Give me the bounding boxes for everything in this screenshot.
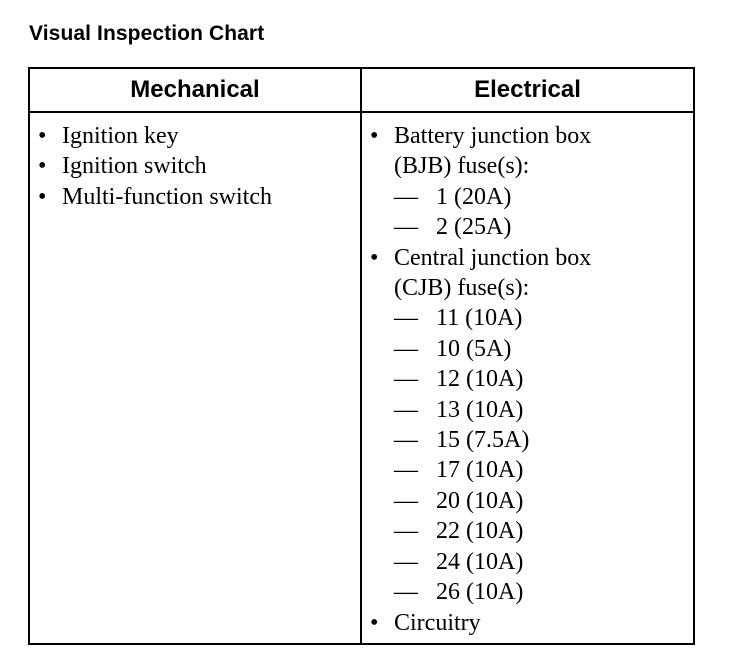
dash: — xyxy=(394,579,418,606)
fuse-item: — 13 (10A) xyxy=(370,395,693,425)
item-text: Multi-function switch xyxy=(62,183,272,210)
fuse-item: — 11 (10A) xyxy=(370,303,693,333)
list-item-continuation: (BJB) fuse(s): xyxy=(394,153,530,180)
inspection-table: Mechanical Electrical • Ignition key • I… xyxy=(28,67,695,645)
fuse-item: — 22 (10A) xyxy=(370,516,693,546)
fuse-item: — 12 (10A) xyxy=(370,364,693,394)
fuse-text: 15 (7.5A) xyxy=(436,427,530,454)
dash: — xyxy=(394,335,418,362)
dash: — xyxy=(394,305,418,332)
fuse-text: 13 (10A) xyxy=(436,396,524,423)
dash: — xyxy=(394,366,418,393)
list-item: • Ignition switch xyxy=(38,151,360,181)
fuse-item: — 20 (10A) xyxy=(370,486,693,516)
list-item-continuation: (CJB) fuse(s): xyxy=(394,275,530,302)
list-item: • Central junction box xyxy=(370,243,693,273)
fuse-item: — 1 (20A) xyxy=(370,182,693,212)
item-text: Ignition switch xyxy=(62,153,207,180)
dash: — xyxy=(394,183,418,210)
bullet: • xyxy=(38,183,47,210)
item-text: Central junction box xyxy=(394,244,592,271)
list-item: • Circuitry xyxy=(370,608,693,638)
fuse-text: 10 (5A) xyxy=(436,335,512,362)
page-title: Visual Inspection Chart xyxy=(29,22,265,45)
table-row: • Ignition key • Ignition switch • Multi… xyxy=(28,111,695,645)
fuse-text: 26 (10A) xyxy=(436,579,524,606)
bullet: • xyxy=(38,153,47,180)
dash: — xyxy=(394,214,418,241)
fuse-text: 11 (10A) xyxy=(436,305,523,332)
dash: — xyxy=(394,427,418,454)
mechanical-list: • Ignition key • Ignition switch • Multi… xyxy=(30,113,360,212)
fuse-text: 12 (10A) xyxy=(436,366,524,393)
dash: — xyxy=(394,487,418,514)
fuse-text: 2 (25A) xyxy=(436,214,512,241)
bullet: • xyxy=(370,244,379,271)
fuse-item: — 17 (10A) xyxy=(370,455,693,485)
fuse-text: 22 (10A) xyxy=(436,518,524,545)
dash: — xyxy=(394,548,418,575)
item-text: Battery junction box xyxy=(394,123,592,149)
header-row: Mechanical Electrical xyxy=(28,67,695,113)
fuse-item: — 15 (7.5A) xyxy=(370,425,693,455)
fuse-item: — 10 (5A) xyxy=(370,334,693,364)
fuse-text: 20 (10A) xyxy=(436,487,524,514)
bullet: • xyxy=(370,123,379,149)
fuse-text: 24 (10A) xyxy=(436,548,524,575)
fuse-text: 17 (10A) xyxy=(436,457,524,484)
list-item: • Ignition key xyxy=(38,121,360,151)
item-text: Ignition key xyxy=(62,123,179,149)
column-header-electrical: Electrical xyxy=(360,67,695,113)
dash: — xyxy=(394,396,418,423)
bullet: • xyxy=(370,609,379,636)
electrical-list: • Battery junction box (BJB) fuse(s): — … xyxy=(362,113,693,638)
list-item: • Multi-function switch xyxy=(38,182,360,212)
bullet: • xyxy=(38,123,47,149)
dash: — xyxy=(394,457,418,484)
fuse-text: 1 (20A) xyxy=(436,183,512,210)
electrical-cell: • Battery junction box (BJB) fuse(s): — … xyxy=(360,111,695,645)
item-text: Circuitry xyxy=(394,609,481,636)
column-header-mechanical: Mechanical xyxy=(28,67,362,113)
mechanical-cell: • Ignition key • Ignition switch • Multi… xyxy=(28,111,362,645)
fuse-item: — 26 (10A) xyxy=(370,577,693,607)
fuse-item: — 2 (25A) xyxy=(370,212,693,242)
list-item: • Battery junction box xyxy=(370,121,693,151)
dash: — xyxy=(394,518,418,545)
fuse-item: — 24 (10A) xyxy=(370,547,693,577)
